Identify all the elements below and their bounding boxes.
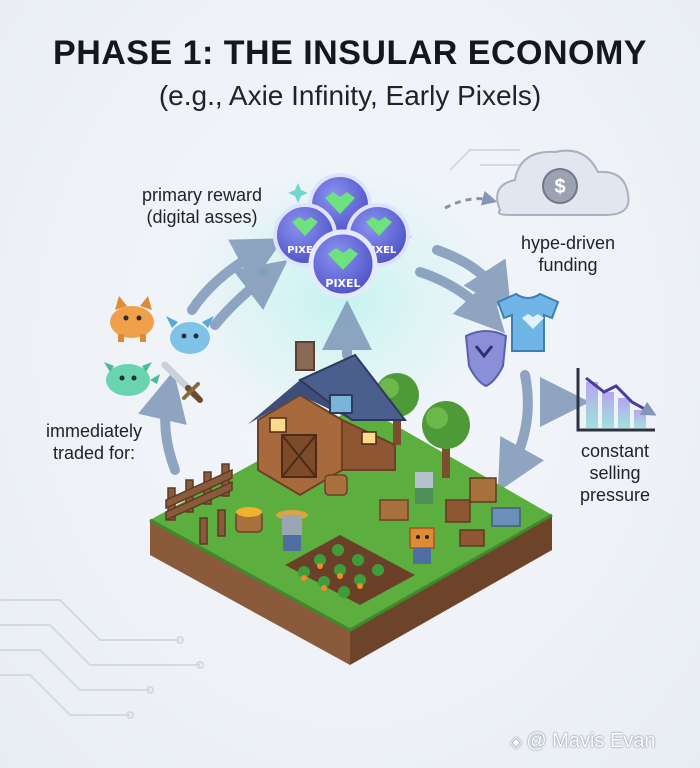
watermark-text: @ Mavis Evan <box>526 730 655 752</box>
watermark-logo-icon: ◈ <box>510 734 522 751</box>
page-subtitle: (e.g., Axie Infinity, Early Pixels) <box>0 80 700 112</box>
selling-pressure-label: constant selling pressure <box>540 440 690 506</box>
primary-reward-label: primary reward (digital asses) <box>112 184 292 228</box>
dollar-symbol: $ <box>554 176 565 198</box>
farmer-character-icon <box>415 472 433 504</box>
green-dragon-creature-icon <box>104 362 160 396</box>
hype-funding-label: hype-driven funding <box>488 232 648 276</box>
page-title: PHASE 1: THE INSULAR ECONOMY <box>0 34 700 73</box>
svg-text:PIXE: PIXE <box>287 245 313 256</box>
traded-for-label: immediately traded for: <box>14 420 174 464</box>
chimney <box>296 342 314 370</box>
watermark: ◈@ Mavis Evan <box>510 730 656 753</box>
svg-text:PIXEL: PIXEL <box>325 277 360 290</box>
roof-window <box>330 395 352 413</box>
funding-cloud: $ <box>497 151 628 215</box>
robot-character-icon <box>410 528 434 564</box>
fox-creature-icon <box>110 296 154 342</box>
declining-chart-icon <box>578 368 655 430</box>
